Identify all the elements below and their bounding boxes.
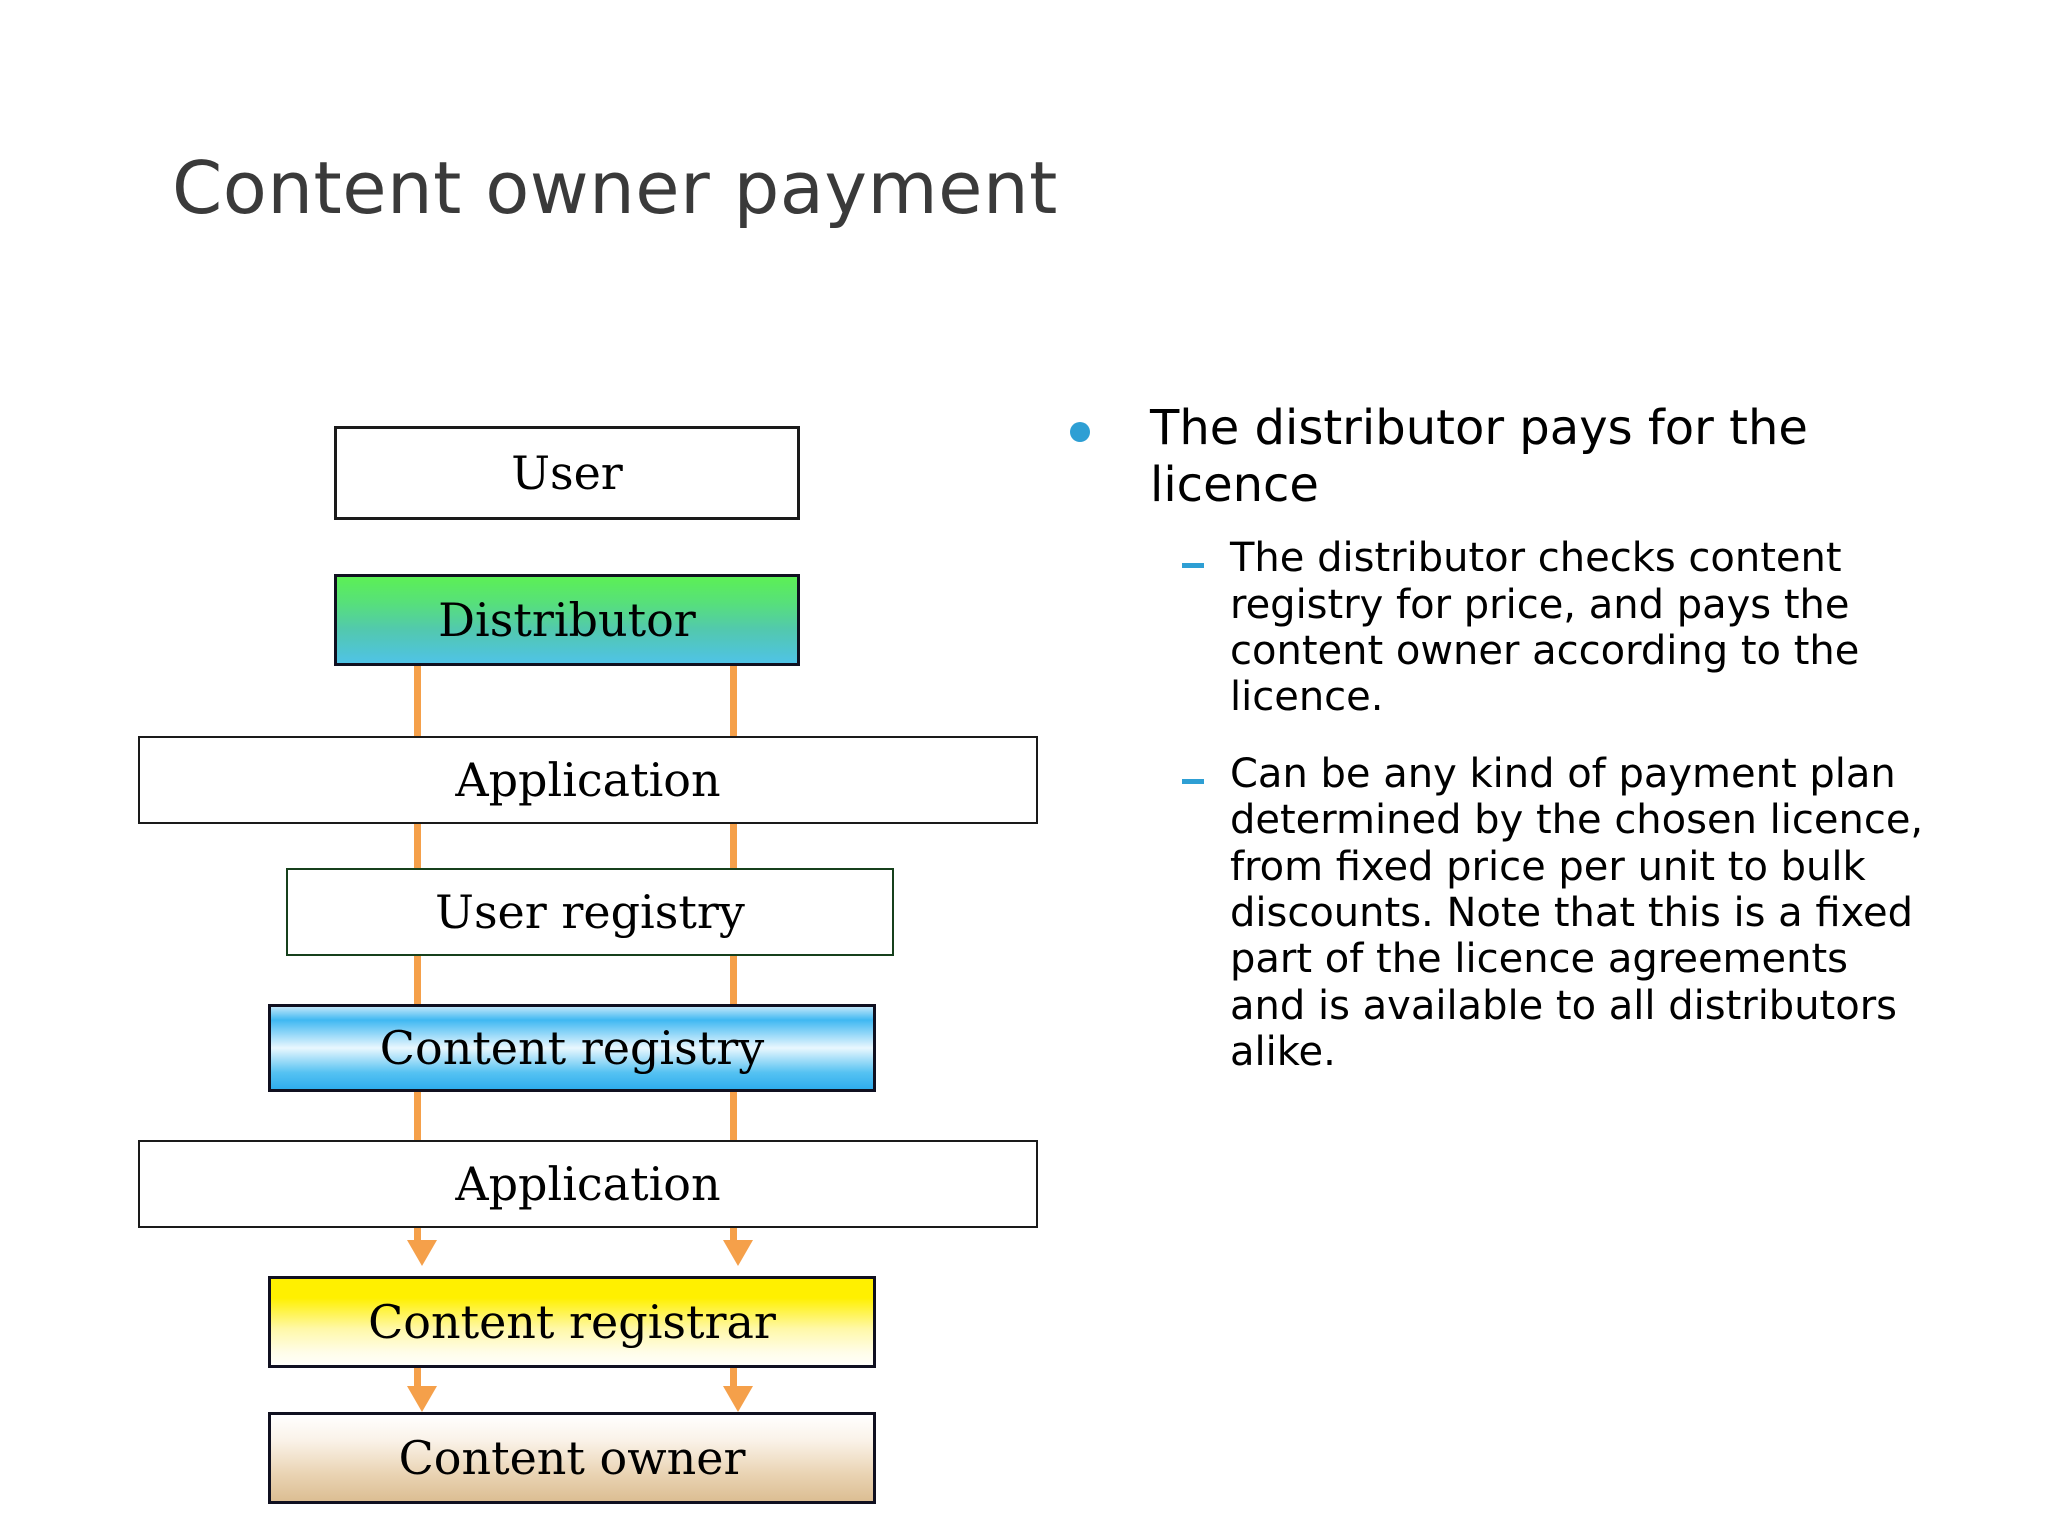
bullet-list: The distributor pays for the licence The…: [1070, 400, 2000, 1106]
flow-arrow-left-line-registrar-to-owner: [414, 1368, 421, 1390]
bullet-level1-item: The distributor pays for the licence: [1070, 400, 2000, 513]
bullet-dash-icon: [1182, 563, 1204, 569]
flow-arrow-right-head-to-owner: [723, 1386, 753, 1412]
diagram-box-user-label: User: [511, 446, 623, 500]
bullet-level2-text: Can be any kind of payment plan determin…: [1230, 750, 1924, 1076]
bullet-level2-item: The distributor checks content registry …: [1182, 535, 2000, 721]
flow-arrow-left-head-to-owner: [407, 1386, 437, 1412]
diagram-box-user-registry[interactable]: User registry: [286, 868, 894, 956]
diagram-box-distributor-label: Distributor: [438, 593, 696, 647]
flow-arrow-right-head-to-registrar: [723, 1240, 753, 1266]
bullet-sub-list: The distributor checks content registry …: [1182, 535, 2000, 1075]
diagram-box-content-registry-label: Content registry: [379, 1021, 765, 1075]
bullet-dot-icon: [1070, 422, 1090, 442]
flow-arrow-left-line: [414, 666, 421, 1248]
diagram-box-content-registrar-label: Content registrar: [368, 1295, 776, 1349]
diagram-box-user[interactable]: User: [334, 426, 800, 520]
diagram-box-application-bottom[interactable]: Application: [138, 1140, 1038, 1228]
diagram-box-content-registrar[interactable]: Content registrar: [268, 1276, 876, 1368]
flow-arrow-left-head-to-registrar: [407, 1240, 437, 1266]
diagram-box-content-registry[interactable]: Content registry: [268, 1004, 876, 1092]
diagram-box-application-top[interactable]: Application: [138, 736, 1038, 824]
bullet-level2-item: Can be any kind of payment plan determin…: [1182, 751, 2000, 1076]
diagram-box-user-registry-label: User registry: [435, 885, 745, 939]
diagram-box-application-top-label: Application: [455, 753, 721, 807]
bullet-level2-text: The distributor checks content registry …: [1230, 535, 1860, 721]
diagram-box-content-owner-label: Content owner: [398, 1431, 746, 1485]
diagram-box-content-owner[interactable]: Content owner: [268, 1412, 876, 1504]
flow-arrow-right-line-registrar-to-owner: [730, 1368, 737, 1390]
bullet-dash-icon: [1182, 778, 1204, 784]
diagram-box-distributor[interactable]: Distributor: [334, 574, 800, 666]
bullet-level1-text: The distributor pays for the licence: [1150, 400, 1808, 513]
flow-diagram: User Distributor Application User regist…: [138, 426, 1038, 1504]
flow-arrow-right-line: [730, 666, 737, 1248]
page-title: Content owner payment: [172, 146, 1058, 230]
diagram-box-application-bottom-label: Application: [455, 1157, 721, 1211]
